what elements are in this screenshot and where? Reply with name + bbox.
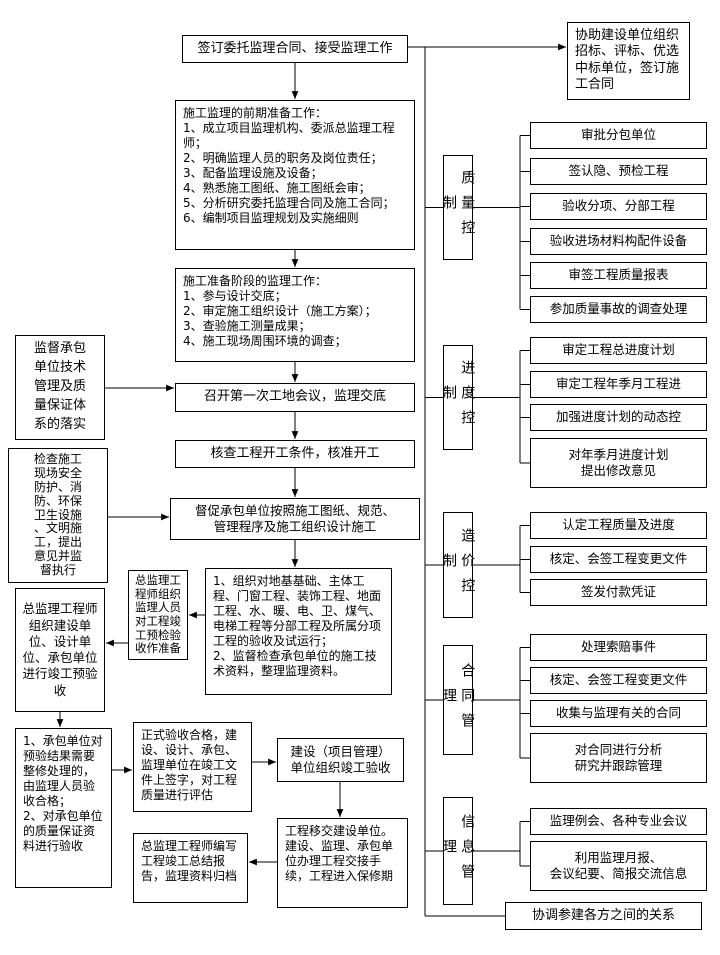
early-prep-box: 施工监理的前期准备工作： 1、成立项目监理机构、委派总监理工程师； 2、明确监理…	[175, 100, 415, 250]
quality-task: 审批分包单位	[530, 122, 707, 149]
info-management-label: 信息管理	[441, 797, 475, 905]
contract-task: 处理索赔事件	[530, 634, 707, 661]
assist-bidding-box: 协助建设单位组织招标、评标、优选中标单位，签订施工合同	[567, 22, 690, 100]
progress-control-label: 进度控制	[441, 345, 475, 450]
first-meeting-box: 召开第一次工地会议，监理交底	[175, 383, 415, 412]
check-commencement-box: 核查工程开工条件，核准开工	[175, 440, 415, 468]
quality-task: 验收进场材料构配件设备	[530, 228, 707, 255]
progress-task: 审定工程年季月工程进	[530, 371, 707, 398]
quality-task: 参加质量事故的调查处理	[530, 296, 707, 323]
cost-task: 签发付款凭证	[530, 579, 707, 606]
quality-system-box: 监督承包 单位技术 管理及质 量保证体 系的落实	[15, 335, 105, 440]
quality-task: 审签工程质量报表	[530, 262, 707, 289]
quality-task: 签认隐、预检工程	[530, 158, 707, 185]
progress-task: 对年季月进度计划 提出修改意见	[530, 438, 707, 488]
quality-control-label: 质量控制	[441, 155, 475, 260]
final-report-box: 总监理工程师编写工程竣工总结报告，监理资料归档	[133, 833, 248, 903]
pre-check-prep-box: 总监理工程师组织监理人员对工程竣工预检验收作准备	[128, 570, 188, 660]
cost-task: 核定、会签工程变更文件	[530, 546, 707, 573]
supervise-construction-box: 督促承包单位按照施工图纸、规范、 管理程序及施工组织设计施工	[170, 498, 420, 540]
quality-task: 验收分项、分部工程	[530, 193, 707, 220]
cost-task: 认定工程质量及进度	[530, 512, 707, 539]
acceptance-organize-box: 1、组织对地基基础、主体工程、门窗工程、装饰工程、地面工程、水、暖、电、卫、煤气…	[205, 568, 392, 695]
site-inspection-box: 检查施工 现场安全 防护、消 防、环保 卫生设施 、文明施 工，提出 意见并监 …	[8, 448, 108, 583]
cost-control-label: 造价控制	[441, 512, 475, 618]
contract-task: 对合同进行分析 研究并跟踪管理	[530, 733, 707, 783]
sign-contract-box: 签订委托监理合同、接受监理工作	[182, 35, 408, 63]
contract-management-label: 合同管理	[441, 645, 475, 755]
progress-task: 审定工程总进度计划	[530, 337, 707, 364]
contract-task: 收集与监理有关的合同	[530, 700, 707, 727]
coordination-box: 协调参建各方之间的关系	[505, 902, 702, 930]
handover-box: 工程移交建设单位。建设、监理、承包单位办理工程交接手续，工程进入保修期	[277, 818, 408, 908]
progress-task: 加强进度计划的动态控	[530, 404, 707, 431]
formal-acceptance-box: 正式验收合格，建设、设计、承包、监理单位在竣工文件上签字，对工程质量进行评估	[133, 722, 252, 812]
contract-task: 核定、会签工程变更文件	[530, 667, 707, 694]
pre-acceptance-box: 总监理工程师组织建设单位、设计单位、承包单位进行竣工预验收	[15, 588, 105, 712]
owner-acceptance-box: 建设（项目管理） 单位组织竣工验收	[277, 738, 404, 782]
stage-prep-box: 施工准备阶段的监理工作： 1、参与设计交底； 2、审定施工组织设计（施工方案）；…	[175, 268, 415, 362]
rework-acceptance-box: 1、承包单位对预验结果需要整修处理的，由监理人员验收合格； 2、对承包单位的质量…	[15, 728, 112, 888]
info-task: 利用监理月报、 会议纪要、简报交流信息	[530, 841, 707, 891]
info-task: 监理例会、各种专业会议	[530, 808, 707, 835]
